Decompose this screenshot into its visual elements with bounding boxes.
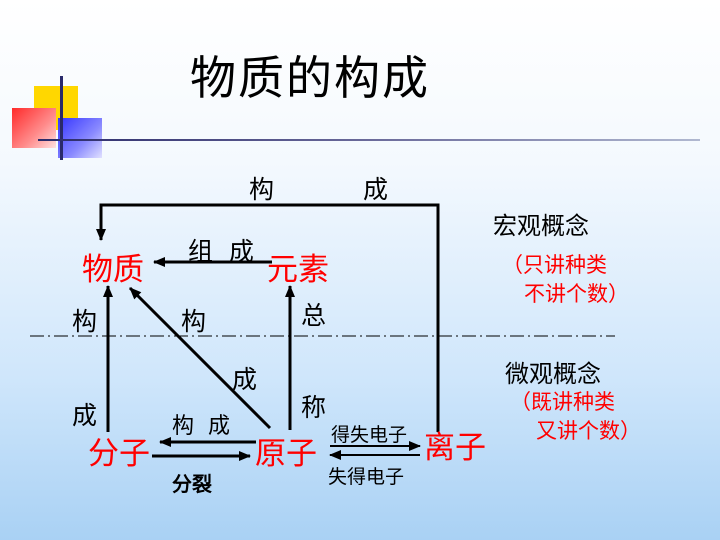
label-zu-cheng: 组 成 [188, 237, 254, 266]
page-title: 物质的构成 [190, 51, 430, 105]
node-molecule: 分子 [88, 436, 150, 472]
node-atom: 原子 [255, 436, 317, 472]
label-left-cheng: 成 [72, 401, 98, 430]
micro-note-line1: （既讲种类 [510, 390, 615, 414]
label-lose-gain: 失得电子 [328, 466, 405, 488]
label-top-cheng: 成 [363, 175, 389, 204]
label-top-gou: 构 [249, 175, 275, 204]
label-diag-cheng: 成 [232, 365, 258, 394]
node-substance: 物质 [82, 252, 144, 288]
macro-heading: 宏观概念 [493, 212, 589, 240]
logo-blue-square [58, 118, 102, 158]
label-bottom-gou-cheng: 构 成 [172, 414, 230, 439]
label-cheng-sym: 称 [301, 393, 327, 422]
label-left-gou: 构 [72, 307, 98, 336]
logo-horizontal-line [38, 139, 700, 141]
label-diag-gou: 构 [181, 307, 207, 336]
node-ion: 离子 [424, 430, 486, 466]
label-fen-lie: 分裂 [172, 472, 212, 496]
label-zong: 总 [301, 301, 327, 330]
label-gain-lose: 得失电子 [331, 424, 408, 446]
logo-red-square [12, 108, 56, 148]
macro-note-line1: （只讲种类 [502, 253, 607, 277]
logo-vertical-bar [60, 76, 63, 160]
micro-heading: 微观概念 [505, 360, 601, 388]
ion-to-substance-arrow [96, 203, 440, 432]
atom-to-substance-arrow [128, 286, 272, 430]
node-element: 元素 [267, 252, 329, 288]
macro-note-line2: 不讲个数） [524, 282, 629, 306]
micro-note-line2: 又讲个数） [536, 419, 641, 443]
